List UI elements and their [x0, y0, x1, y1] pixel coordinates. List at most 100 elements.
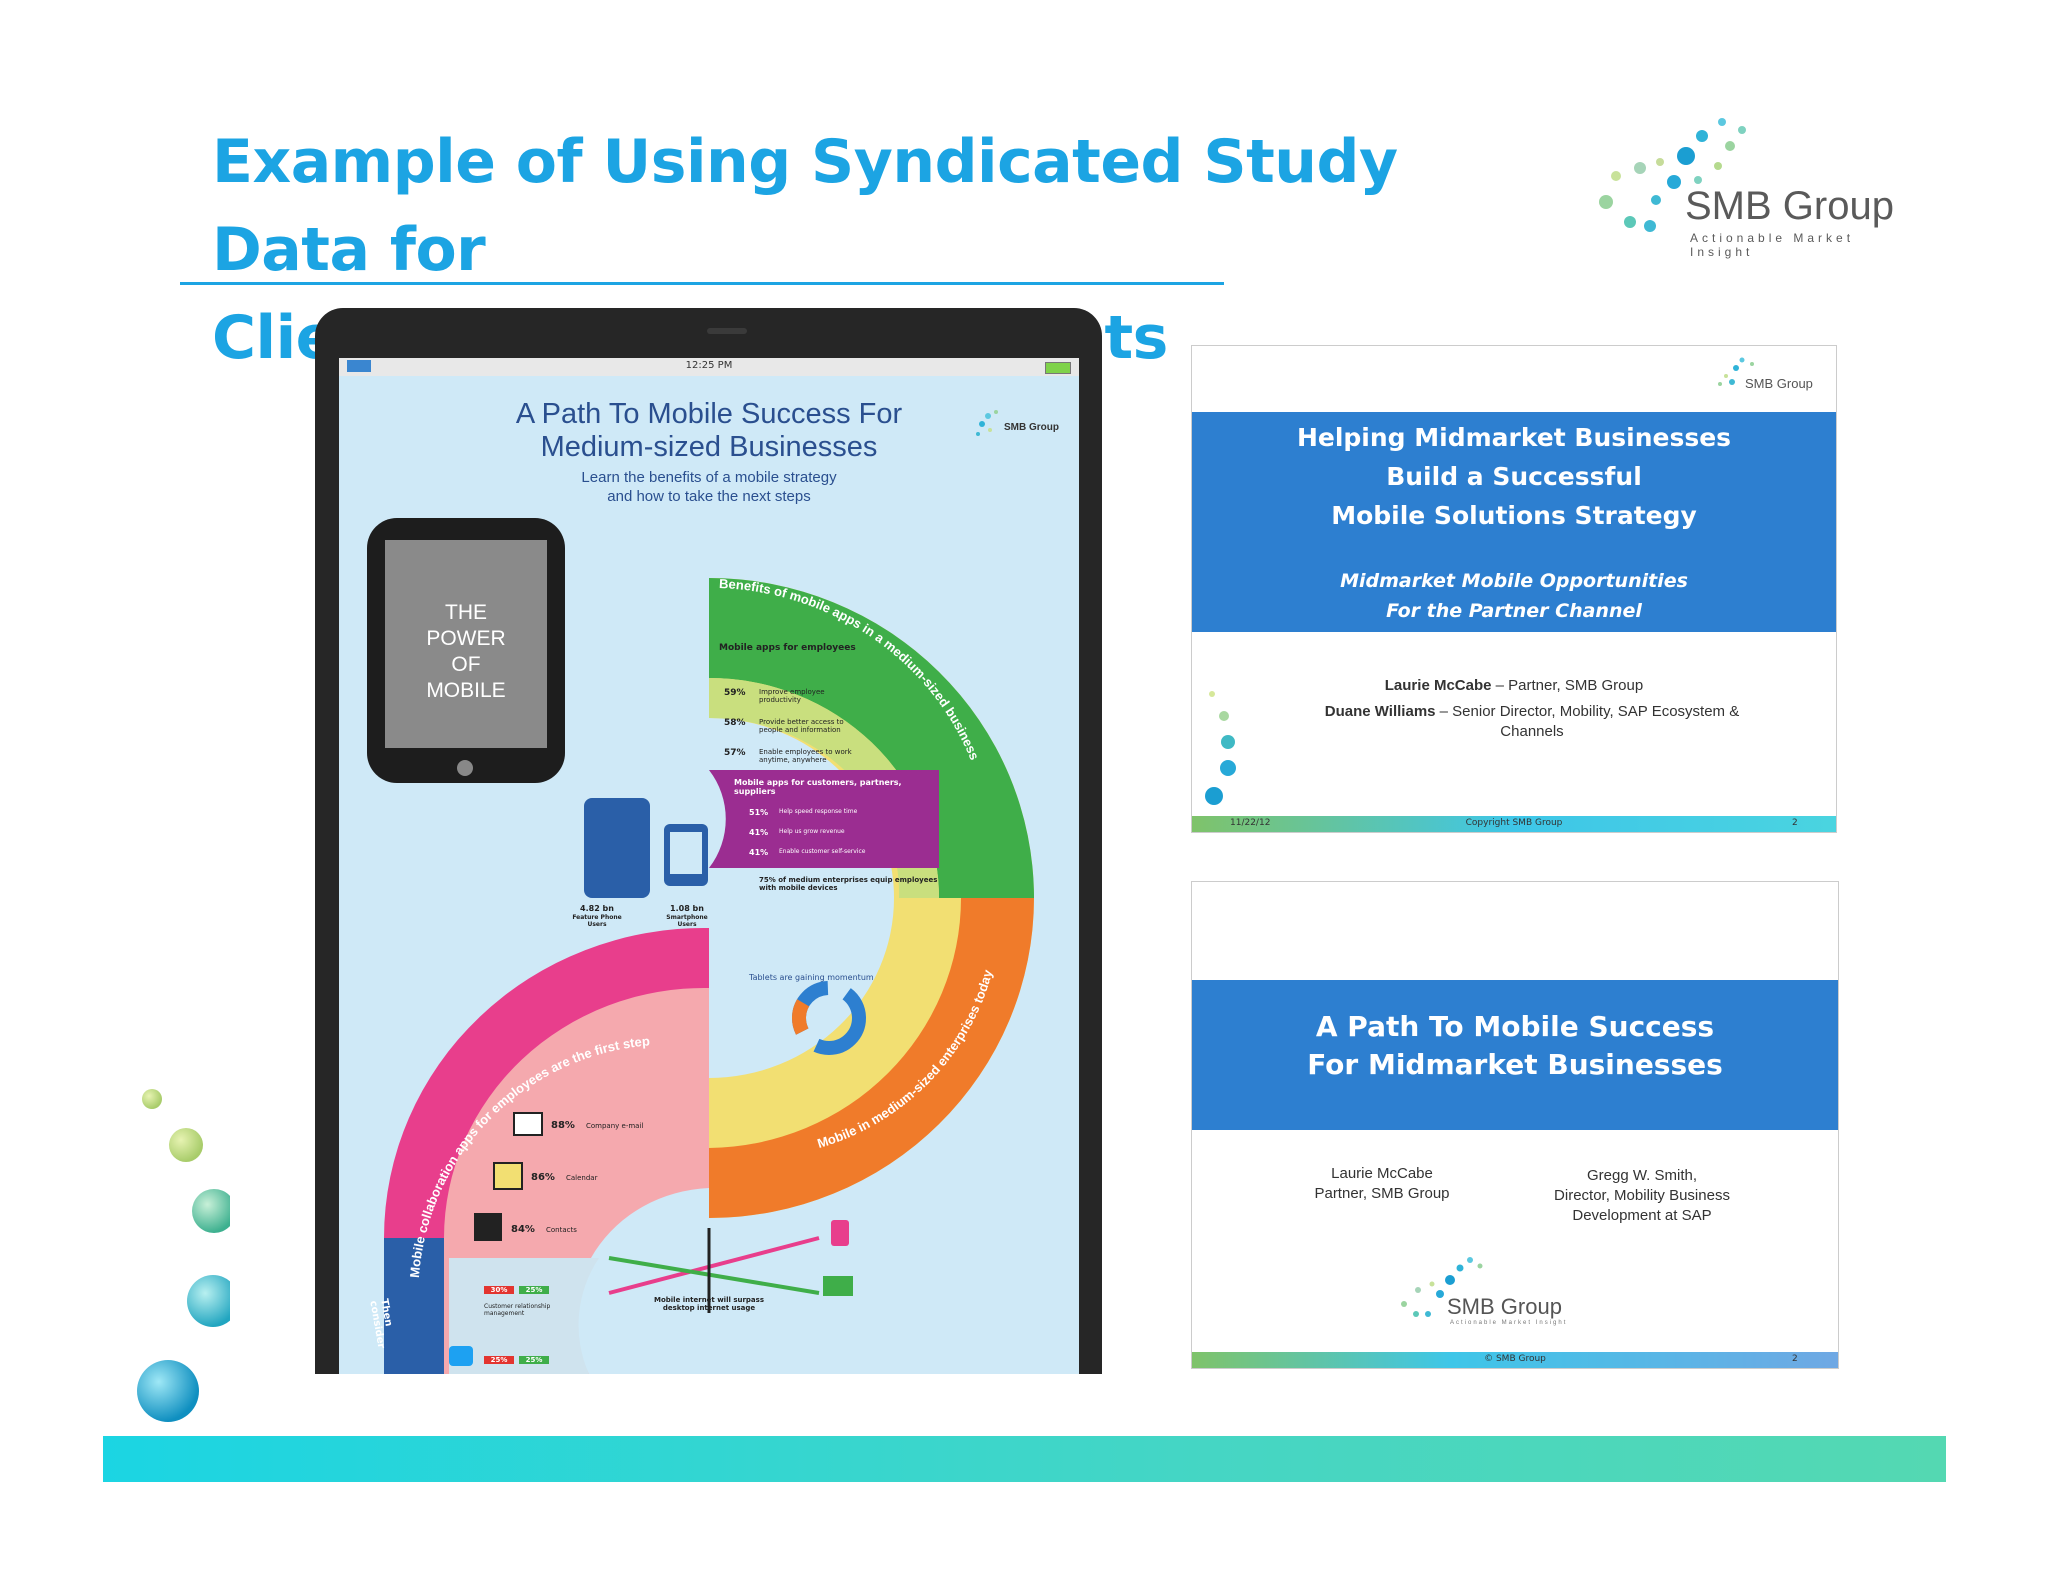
- employee-stat-1-label: Improve employee productivity: [759, 688, 825, 704]
- contacts-icon: [474, 1213, 502, 1241]
- infographic-title: A Path To Mobile Success For Medium-size…: [339, 398, 1079, 464]
- collab-stat-contacts-label: Contacts: [546, 1226, 577, 1234]
- signal-icon: [347, 360, 371, 372]
- collab-stat-email: 88%: [551, 1120, 575, 1131]
- arc-orange-band: [709, 898, 1034, 1218]
- slide1-presenter2-role-line2: Channels: [1500, 723, 1564, 740]
- slide1-presenter2: Duane Williams – Senior Director, Mobili…: [1252, 702, 1812, 742]
- logo-name: SMB Group: [1685, 184, 1894, 228]
- slide2-logo-tagline: Actionable Market Insight: [1450, 1320, 1568, 1326]
- status-time: 12:25 PM: [685, 360, 733, 371]
- arc-green-band: [709, 578, 1034, 898]
- tablet-device: 12:25 PM A Path To Mobile Success For Me…: [315, 308, 1102, 1374]
- slide1-footer-page: 2: [1792, 818, 1798, 828]
- email-icon: [513, 1112, 543, 1136]
- power-of-mobile-screen: THE POWER OF MOBILE: [385, 540, 547, 748]
- bottom-gradient-band: [103, 1436, 1946, 1482]
- slide1-title: Helping Midmarket Businesses Build a Suc…: [1192, 418, 1836, 535]
- tablets-text: Tablets are gaining momentum: [749, 973, 874, 982]
- slide1-title-line3: Mobile Solutions Strategy: [1331, 501, 1697, 530]
- slide1-subtitle-line2: For the Partner Channel: [1386, 600, 1642, 622]
- slide-thumbnail-midmarket: SMB Group Helping Midmarket Businesses B…: [1192, 346, 1836, 832]
- battery-icon: [1045, 362, 1071, 374]
- collab-stat-calendar-label: Calendar: [566, 1174, 598, 1182]
- slide1-subtitle: Midmarket Mobile Opportunities For the P…: [1192, 566, 1836, 626]
- employee-stat-3-label: Enable employees to work anytime, anywhe…: [759, 748, 852, 764]
- calendar-icon: [493, 1162, 523, 1190]
- equip-stat: 75% of medium enterprises equip employee…: [759, 876, 938, 892]
- logo-dots-icon: [1599, 118, 1746, 232]
- slide2-footer-page: 2: [1792, 1354, 1798, 1364]
- crm-value-2: 25%: [519, 1286, 549, 1294]
- customer-stat-1: 51%: [749, 808, 769, 817]
- employee-stat-2-label: Provide better access to people and info…: [759, 718, 844, 734]
- collab-stat-calendar: 86%: [531, 1172, 555, 1183]
- social-value-1: 25%: [484, 1356, 514, 1364]
- slide2-title-band: [1192, 980, 1838, 1130]
- collab-stat-contacts: 84%: [511, 1224, 535, 1235]
- power-of-mobile-phone: THE POWER OF MOBILE: [367, 518, 565, 783]
- slide2-title-line1: A Path To Mobile Success: [1315, 1010, 1715, 1043]
- slide2-presenter2-role-line1: Director, Mobility Business: [1554, 1187, 1730, 1204]
- feature-phone-label: Feature Phone Users: [572, 914, 622, 928]
- infographic-subtitle-line1: Learn the benefits of a mobile strategy: [581, 469, 837, 486]
- customers-heading: Mobile apps for customers, partners, sup…: [734, 778, 902, 796]
- crm-label: Customer relationship management: [484, 1303, 551, 1317]
- desktop-internet-line: [608, 1256, 820, 1295]
- slide1-logo-name: SMB Group: [1745, 376, 1813, 391]
- slide-thumbnail-path-to-mobile: A Path To Mobile Success For Midmarket B…: [1192, 882, 1838, 1368]
- svg-text:SMB Group: SMB Group: [1004, 422, 1059, 433]
- infographic-screen: 12:25 PM A Path To Mobile Success For Me…: [339, 358, 1079, 1374]
- arc-blue-band: [384, 1238, 444, 1374]
- infographic-arcs: Benefits of mobile apps in a medium-size…: [384, 576, 1034, 1374]
- social-value-2: 25%: [519, 1356, 549, 1364]
- tablet-speaker: [707, 328, 747, 334]
- smartphone-label: Smartphone Users: [666, 914, 708, 928]
- customers-band: [709, 770, 939, 868]
- slide2-logo-name: SMB Group: [1447, 1294, 1562, 1319]
- slide2-presenter2-role-line2: Development at SAP: [1572, 1207, 1712, 1224]
- collab-stat-email-label: Company e-mail: [586, 1122, 644, 1130]
- infographic-logo-icon: SMB Group: [976, 410, 1059, 436]
- slide2-logo-icon: [1401, 1257, 1483, 1317]
- smartphone-users: 1.08 bn: [670, 904, 704, 913]
- slide1-subtitle-line1: Midmarket Mobile Opportunities: [1340, 570, 1688, 592]
- twitter-icon: [449, 1346, 473, 1366]
- infographic-title-line1: A Path To Mobile Success For: [515, 398, 903, 430]
- laptop-icon: [823, 1276, 853, 1296]
- slide1-presenter1-role: – Partner, SMB Group: [1491, 677, 1644, 694]
- customer-stat-3-label: Enable customer self-service: [779, 848, 866, 855]
- slide2-title: A Path To Mobile Success For Midmarket B…: [1192, 1008, 1838, 1084]
- customer-stat-2-label: Help us grow revenue: [779, 828, 845, 835]
- slide1-title-band: [1192, 412, 1836, 632]
- slide2-presenter2: Gregg W. Smith, Director, Mobility Busin…: [1522, 1166, 1762, 1226]
- home-button-icon: [457, 760, 473, 776]
- employee-stat-3: 57%: [724, 748, 746, 758]
- customer-stat-1-label: Help speed response time: [779, 808, 858, 815]
- slide2-title-line2: For Midmarket Businesses: [1307, 1048, 1723, 1081]
- feature-phone-icon: [584, 798, 650, 898]
- slide2-presenter1: Laurie McCabe Partner, SMB Group: [1282, 1164, 1482, 1204]
- slide1-presenter1: Laurie McCabe – Partner, SMB Group: [1192, 676, 1836, 696]
- crm-value-1: 30%: [484, 1286, 514, 1294]
- feature-phone-users: 4.82 bn: [580, 904, 614, 913]
- slide1-bubbles-icon: [1205, 691, 1236, 805]
- employee-stat-2: 58%: [724, 718, 746, 728]
- slide2-presenter2-name: Gregg W. Smith,: [1586, 1167, 1698, 1184]
- title-underline: [180, 282, 1224, 285]
- slide2-presenter1-role: Partner, SMB Group: [1314, 1185, 1450, 1202]
- arc-pink-band: [384, 927, 709, 1238]
- customer-stat-3: 41%: [749, 848, 769, 857]
- slide2-footer-copyright: © SMB Group: [1484, 1354, 1546, 1364]
- slide2-presenter1-name: Laurie McCabe: [1331, 1165, 1433, 1182]
- internet-text: Mobile internet will surpass desktop int…: [654, 1296, 764, 1312]
- infographic-subtitle: Learn the benefits of a mobile strategy …: [339, 468, 1079, 506]
- power-of-mobile-text: THE POWER OF MOBILE: [426, 601, 506, 702]
- slide1-footer-date: 11/22/12: [1230, 818, 1271, 828]
- decorative-bubbles-icon: [137, 1089, 230, 1422]
- slide-title-line1: Example of Using Syndicated Study Data f…: [212, 127, 1398, 285]
- logo-tagline: Actionable Market Insight: [1690, 231, 1855, 259]
- slide1-footer: 11/22/12 Copyright SMB Group 2: [1192, 816, 1836, 832]
- slide1-presenter1-name: Laurie McCabe: [1384, 677, 1492, 694]
- slide1-title-line2: Build a Successful: [1386, 462, 1642, 491]
